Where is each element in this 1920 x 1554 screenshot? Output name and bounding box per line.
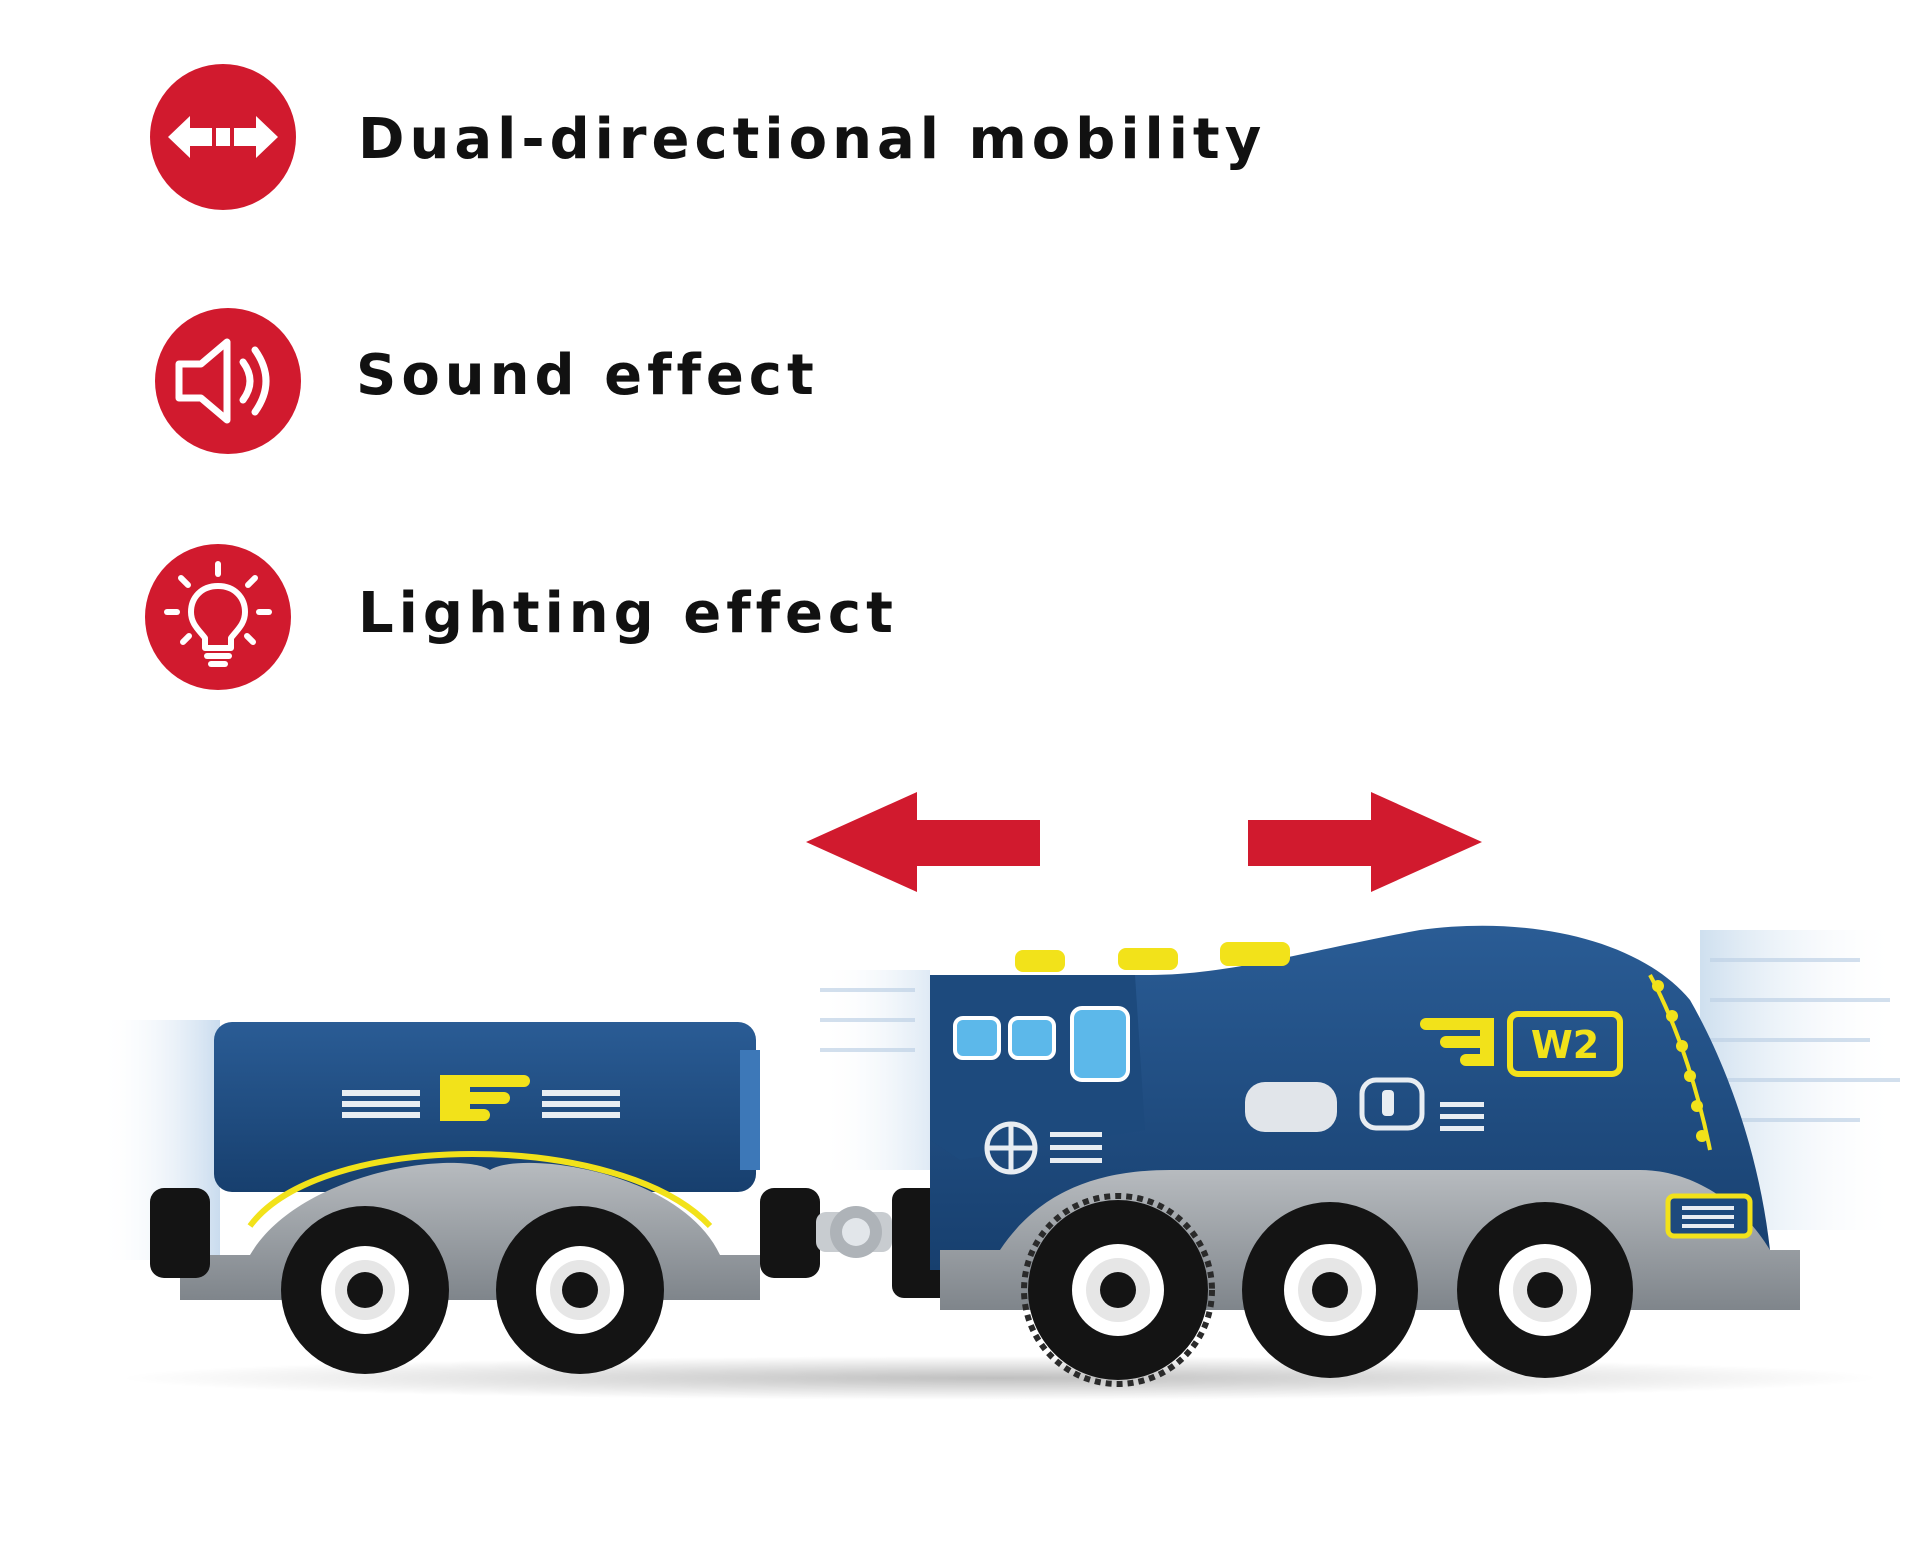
arrow-left-icon (806, 792, 1040, 892)
svg-text:W2: W2 (1531, 1023, 1599, 1067)
wing-logo-icon (1420, 1018, 1494, 1066)
speaker-icon (175, 338, 270, 424)
wheel-emblem-icon (984, 1121, 1038, 1175)
tender-wheels (281, 1206, 664, 1374)
cab-windows (953, 1006, 1130, 1082)
feature-badge (150, 64, 296, 210)
feature-sound: Sound effect (0, 308, 1920, 458)
double-arrow-icon (168, 116, 278, 158)
feature-badge (155, 308, 301, 454)
feature-badge (145, 544, 291, 690)
feature-label: Sound effect (356, 343, 819, 408)
feature-dual-directional: Dual-directional mobility (0, 64, 1920, 214)
feature-label: Lighting effect (358, 581, 898, 646)
feature-label: Dual-directional mobility (358, 107, 1267, 172)
arrow-right-icon (1248, 792, 1482, 892)
light-bulb-icon (164, 561, 272, 667)
locomotive-wheels (1021, 1193, 1633, 1387)
wing-logo-icon (440, 1075, 530, 1121)
locomotive-number-badge: W2 (1507, 1011, 1623, 1077)
feature-lighting: Lighting effect (0, 544, 1920, 694)
